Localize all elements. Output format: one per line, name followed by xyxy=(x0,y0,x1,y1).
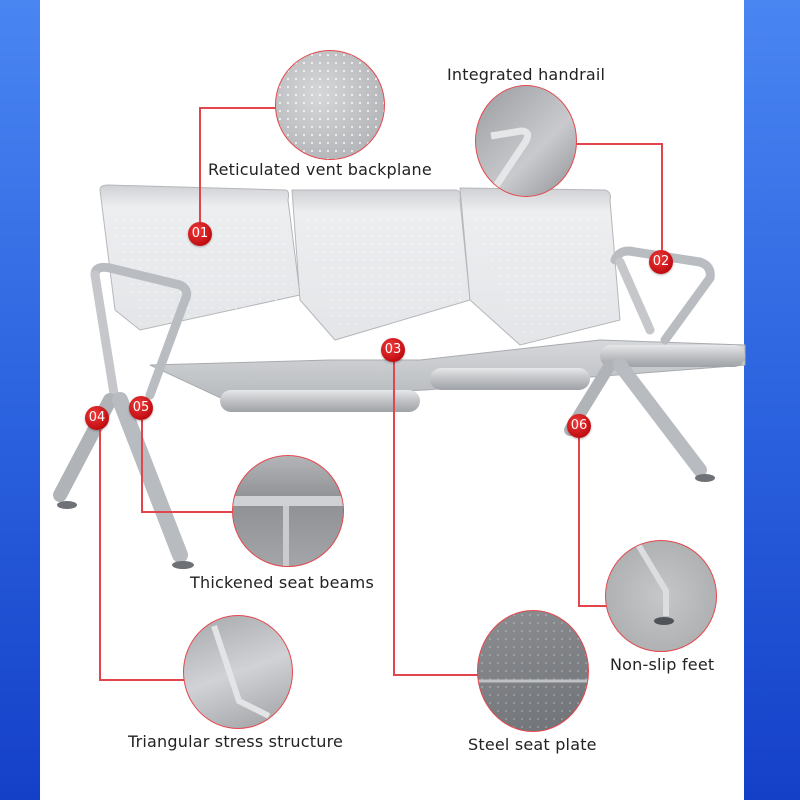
callout-line-06 xyxy=(578,605,606,607)
callout-line-06 xyxy=(578,438,580,606)
callout-badge-06: 06 xyxy=(567,414,591,438)
callout-badge-04: 04 xyxy=(85,406,109,430)
detail-circle-non-slip-feet xyxy=(605,540,717,652)
detail-circle-seat-beams xyxy=(232,455,344,567)
callout-line-03 xyxy=(393,674,478,676)
callout-line-03 xyxy=(393,360,395,675)
callout-badge-01: 01 xyxy=(188,222,212,246)
label-seat-plate: Steel seat plate xyxy=(468,735,597,754)
callout-badge-05: 05 xyxy=(129,396,153,420)
detail-circle-vent-backplane xyxy=(275,50,385,160)
callout-line-01 xyxy=(199,107,201,222)
callout-line-01 xyxy=(199,107,277,109)
callout-line-04 xyxy=(99,430,101,680)
callout-line-05 xyxy=(141,420,143,512)
callout-badge-02: 02 xyxy=(649,250,673,274)
callout-line-02 xyxy=(572,143,662,145)
detail-circle-stress-structure xyxy=(183,615,293,729)
callout-badge-03: 03 xyxy=(381,338,405,362)
label-non-slip-feet: Non-slip feet xyxy=(610,655,715,674)
label-handrail: Integrated handrail xyxy=(447,65,606,84)
label-seat-beams: Thickened seat beams xyxy=(190,573,374,592)
label-vent-backplane: Reticulated vent backplane xyxy=(208,160,432,179)
detail-circle-seat-plate xyxy=(477,610,589,732)
callout-line-04 xyxy=(99,679,184,681)
label-stress-structure: Triangular stress structure xyxy=(128,732,344,751)
callout-line-05 xyxy=(141,511,233,513)
callout-line-02 xyxy=(661,143,663,250)
detail-circle-handrail xyxy=(475,85,577,197)
